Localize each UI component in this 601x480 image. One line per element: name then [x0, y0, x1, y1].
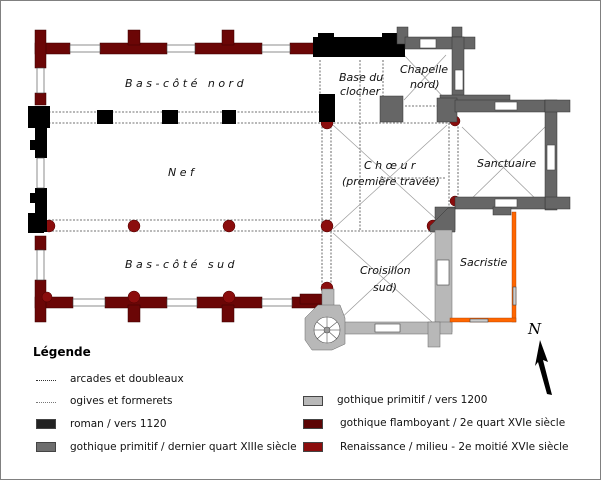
north-label: N	[527, 320, 542, 338]
north-arrow-icon	[535, 340, 552, 395]
north-arrow: N	[527, 320, 552, 395]
label-base-du-clocher-1: Base du	[339, 71, 383, 84]
label-base-du-clocher-2: clocher	[340, 85, 382, 98]
legend-roman-label: roman / vers 1120	[70, 418, 167, 430]
label-bas-cote-sud: Bas-côté sud	[125, 258, 238, 271]
legend-flamboyant-label: gothique flamboyant / 2e quart XVIe sièc…	[340, 417, 566, 429]
spiral-staircase	[313, 316, 341, 344]
legend-roman-swatch	[36, 419, 56, 429]
legend-gothic-1200-label: gothique primitif / vers 1200	[337, 394, 488, 406]
legend-ogives-line	[36, 402, 56, 403]
label-choeur: Chœur	[364, 159, 419, 172]
arcade-lines	[45, 60, 459, 295]
label-sacristie: Sacristie	[460, 256, 507, 269]
legend-gothic-xiii-label: gothique primitif / dernier quart XIIIe …	[70, 441, 297, 453]
label-chapelle-nord-1: Chapelle	[400, 63, 448, 76]
renaissance-walls	[34, 29, 323, 323]
roman-walls	[28, 33, 405, 233]
legend-gothic-xiii-swatch	[36, 442, 56, 452]
label-croisillon-sud-1: Croisillon	[360, 264, 411, 277]
legend-arcades-line	[36, 380, 56, 381]
label-bas-cote-nord: Bas-côté nord	[125, 77, 247, 90]
label-choeur-travee: (première travée)	[342, 175, 440, 188]
legend-title: Légende	[33, 345, 91, 359]
label-sanctuaire: Sanctuaire	[477, 157, 536, 170]
legend-arcades-label: arcades et doubleaux	[70, 373, 184, 385]
windows	[36, 38, 556, 333]
gothic-xiii-walls	[379, 26, 571, 233]
label-croisillon-sud-2: sud)	[373, 281, 397, 294]
legend-flamboyant-swatch	[303, 419, 323, 429]
legend-gothic-1200-swatch	[303, 396, 323, 406]
legend-ogives-label: ogives et formerets	[70, 395, 173, 407]
legend-renaissance-label: Renaissance / milieu - 2e moitié XVIe si…	[340, 441, 569, 453]
label-nef: Nef	[168, 166, 197, 179]
legend-renaissance-swatch	[303, 442, 323, 452]
ogive-lines	[332, 54, 546, 323]
label-chapelle-nord-2: nord)	[410, 78, 440, 91]
